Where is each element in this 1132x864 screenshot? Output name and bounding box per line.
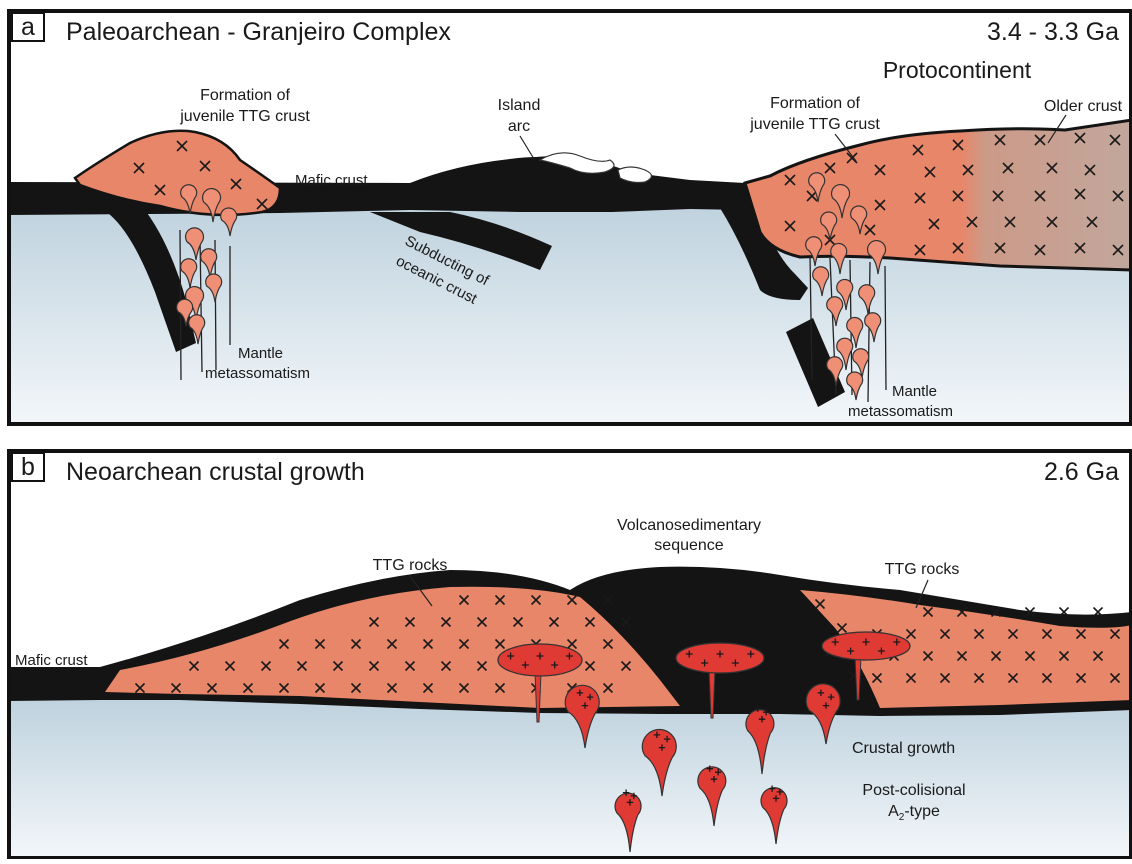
label-ttg-right-line1: Formation of	[770, 95, 860, 112]
label-island-arc-line1: Island	[498, 97, 541, 114]
label-ttg-right-line2: juvenile TTG crust	[749, 116, 880, 133]
label-mantle-left-line2: metassomatism	[205, 365, 310, 382]
label-ttg-left-line1: Formation of	[200, 87, 290, 104]
label-older-crust: Older crust	[1044, 98, 1123, 115]
panel-a-age: 3.4 - 3.3 Ga	[987, 18, 1119, 46]
label-mantle-right-line1: Mantle	[892, 383, 937, 400]
label-protocontinent: Protocontinent	[883, 57, 1032, 83]
label-mafic-crust-a: Mafic crust	[295, 172, 368, 189]
panel-b-age: 2.6 Ga	[1044, 458, 1119, 486]
label-volcano-line2: sequence	[654, 537, 723, 554]
label-ttg-left-line2: juvenile TTG crust	[179, 108, 310, 125]
granite-sill	[676, 643, 764, 673]
label-a2-type-letter: A	[888, 803, 899, 820]
label-ttg-left-b: TTG rocks	[373, 557, 448, 574]
label-volcano-line1: Volcanosedimentary	[617, 517, 761, 534]
panel-b-title: Neoarchean crustal growth	[66, 458, 365, 486]
panel-b: b Neoarchean crustal growth 2.6 Ga Volca…	[8, 450, 1132, 859]
panel-a: a Paleoarchean - Granjeiro Complex 3.4 -…	[8, 10, 1132, 425]
label-ttg-right-b: TTG rocks	[885, 561, 960, 578]
panel-a-letter: a	[21, 13, 35, 41]
label-mantle-left-line1: Mantle	[238, 345, 283, 362]
label-crustal-growth: Crustal growth	[852, 740, 955, 757]
panel-a-title: Paleoarchean - Granjeiro Complex	[66, 18, 451, 46]
label-mantle-right-line2: metassomatism	[848, 403, 953, 420]
label-a2-type-suffix: -type	[904, 803, 940, 820]
granite-sill	[822, 632, 910, 660]
label-post-colisional: Post-colisional	[862, 782, 965, 799]
panel-b-letter: b	[21, 453, 35, 481]
granite-sill	[498, 644, 582, 676]
label-mafic-crust-b: Mafic crust	[15, 652, 88, 669]
mantle-b	[8, 700, 1132, 859]
label-island-arc-line2: arc	[508, 118, 530, 135]
